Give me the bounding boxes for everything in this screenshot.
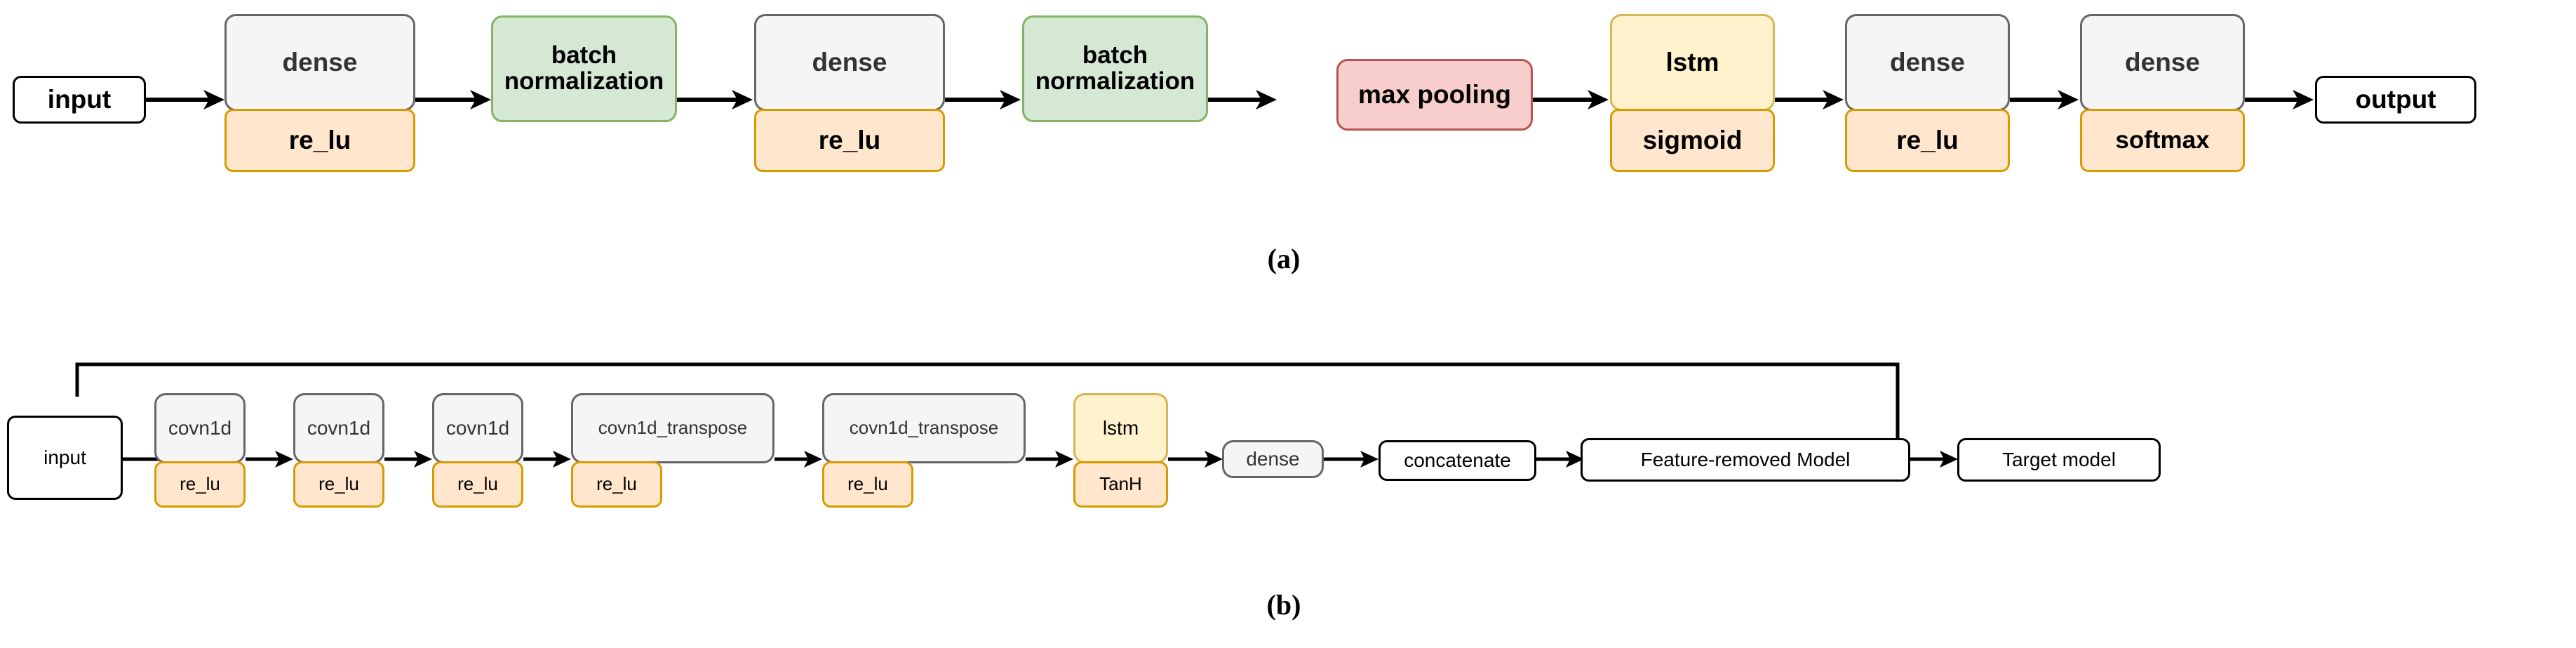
panel-a-node-batch-normalization-2[interactable]: batch normalization — [1022, 15, 1208, 122]
panel-a-node-dense-1-activation[interactable]: re_lu — [224, 109, 415, 172]
panel-b-node-conv1d-1[interactable]: covn1d — [154, 393, 246, 463]
panel-b-node-conv1d-transpose-1[interactable]: covn1d_transpose — [571, 393, 774, 463]
panel-a-arrow-dense3-to-dense4 — [2010, 88, 2080, 111]
panel-a-node-dense-4[interactable]: dense — [2080, 14, 2245, 111]
panel-b-node-conv1d-1-activation[interactable]: re_lu — [154, 461, 246, 508]
panel-b-node-lstm-activation[interactable]: TanH — [1073, 461, 1168, 508]
panel-b-arrow-lstm-to-dense — [1168, 449, 1224, 469]
panel-a-node-max-pooling[interactable]: max pooling — [1336, 59, 1533, 131]
panel-a-node-dense-2[interactable]: dense — [754, 14, 945, 111]
panel-b-node-input[interactable]: input — [7, 416, 123, 500]
panel-b-arrow-dense-to-concatenate — [1324, 449, 1380, 469]
panel-b-node-conv1d-2-activation[interactable]: re_lu — [293, 461, 384, 508]
panel-a-arrow-batchnorm2-to-maxpooling — [1208, 88, 1278, 111]
panel-a-arrow-lstm-to-dense3 — [1775, 88, 1845, 111]
panel-a-arrow-dense1-to-batchnorm1 — [415, 88, 492, 111]
panel-b-arrow-deconv1-to-deconv2 — [774, 449, 824, 469]
panel-a-node-batch-normalization-1[interactable]: batch normalization — [491, 15, 677, 122]
panel-b-arrow-feature-removed-model-to-target-model — [1910, 449, 1959, 469]
panel-a-node-lstm-activation[interactable]: sigmoid — [1610, 109, 1775, 172]
panel-a-arrow-dense2-to-batchnorm2 — [945, 88, 1022, 111]
panel-b-arrow-conv1-to-conv2 — [246, 449, 295, 469]
panel-a-node-dense-2-activation[interactable]: re_lu — [754, 109, 945, 172]
panel-a-node-dense-3[interactable]: dense — [1845, 14, 2010, 111]
panel-a-arrow-maxpooling-to-lstm — [1533, 88, 1610, 111]
panel-b-arrow-deconv2-to-lstm — [1026, 449, 1075, 469]
panel-a-node-input[interactable]: input — [13, 76, 146, 124]
panel-b-node-conv1d-transpose-1-activation[interactable]: re_lu — [571, 461, 662, 508]
panel-b-arrow-conv3-to-deconv1 — [523, 449, 572, 469]
panel-b-node-conv1d-3[interactable]: covn1d — [432, 393, 523, 463]
panel-b-node-feature-removed-model[interactable]: Feature-removed Model — [1581, 438, 1910, 482]
panel-b-node-concatenate[interactable]: concatenate — [1378, 440, 1536, 481]
panel-b-node-conv1d-transpose-2-activation[interactable]: re_lu — [822, 461, 913, 508]
panel-b-node-conv1d-3-activation[interactable]: re_lu — [432, 461, 523, 508]
panel-a-arrow-dense4-to-output — [2245, 88, 2315, 111]
panel-b-node-dense[interactable]: dense — [1222, 440, 1324, 478]
panel-b-arrow-conv2-to-conv3 — [384, 449, 434, 469]
panel-a-arrow-batchnorm1-to-dense2 — [677, 88, 754, 111]
panel-b-node-conv1d-2[interactable]: covn1d — [293, 393, 384, 463]
panel-b-arrow-concatenate-to-feature-removed-model — [1536, 449, 1585, 469]
panel-a-node-dense-3-activation[interactable]: re_lu — [1845, 109, 2010, 172]
panel-b-caption: (b) — [1266, 589, 1301, 621]
panel-a-node-lstm[interactable]: lstm — [1610, 14, 1775, 111]
panel-b-node-target-model[interactable]: Target model — [1957, 438, 2161, 482]
panel-a-arrow-input-to-dense1 — [146, 88, 226, 111]
panel-a-node-dense-1[interactable]: dense — [224, 14, 415, 111]
panel-b-node-conv1d-transpose-2[interactable]: covn1d_transpose — [822, 393, 1026, 463]
panel-b-node-lstm[interactable]: lstm — [1073, 393, 1168, 463]
panel-a-caption: (a) — [1267, 243, 1301, 275]
panel-a-node-output[interactable]: output — [2315, 76, 2476, 124]
panel-a-node-dense-4-activation[interactable]: softmax — [2080, 109, 2245, 172]
